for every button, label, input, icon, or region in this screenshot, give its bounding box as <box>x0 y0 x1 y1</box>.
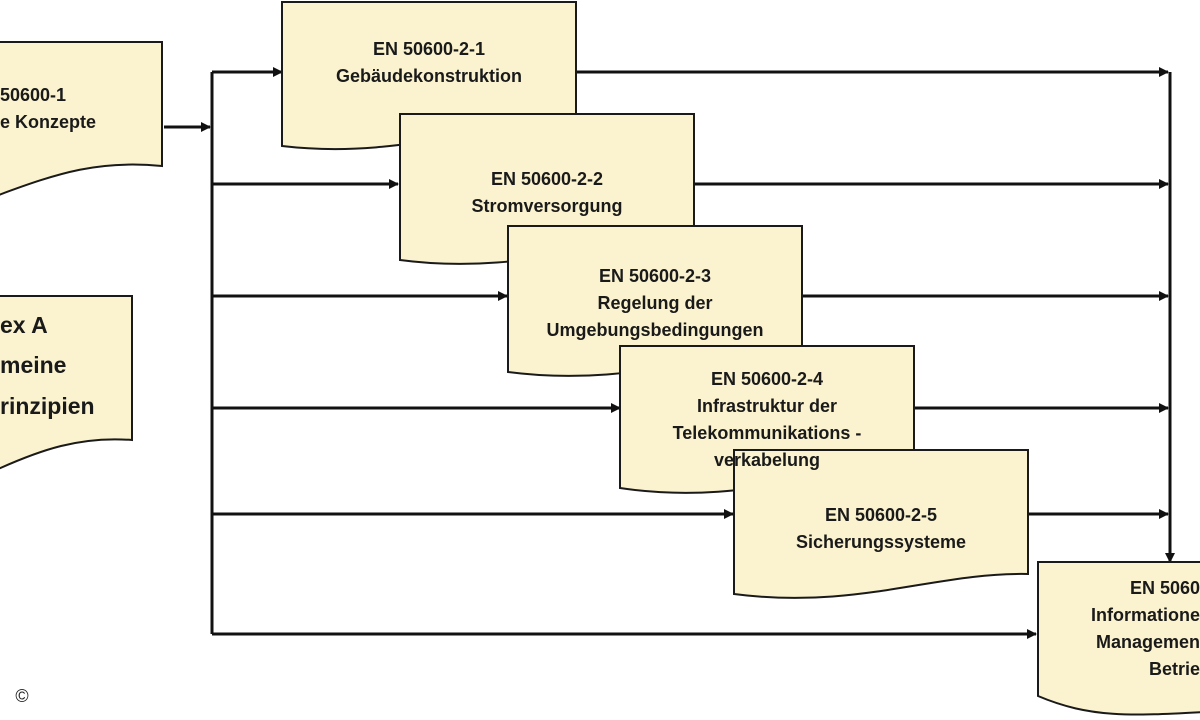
doc-annex-a <box>0 295 133 470</box>
en50600-2-2-line-1: EN 50600-2-2 <box>490 169 604 189</box>
en50600-2-5-line-1: EN 50600-2-5 <box>824 505 938 525</box>
doc-en50600-3 <box>1037 561 1200 716</box>
en50600-1-line-2: e Konzepte <box>0 112 97 132</box>
en50600-2-2-line-2: Stromversorgung <box>471 196 623 216</box>
en50600-2-4-line-4: verkabelung <box>713 450 821 470</box>
en50600-2-5-label: EN 50600-2-5 Sicherungssysteme <box>734 502 1028 556</box>
annex-a-label: ex A meine rinzipien <box>0 305 130 426</box>
doc-en50600-2-5 <box>733 449 1029 599</box>
doc-en50600-1 <box>0 41 163 196</box>
en50600-3-line-2: Informatione <box>1090 605 1200 625</box>
annex-a-line-2: meine <box>0 352 67 379</box>
annex-a-line-1: ex A <box>0 312 48 338</box>
en50600-1-line-1: 50600-1 <box>0 85 67 105</box>
en50600-2-5-line-2: Sicherungssysteme <box>795 532 967 552</box>
en50600-3-label: EN 5060 Informatione Managemen Betrie <box>1038 575 1200 683</box>
annex-a-line-3: rinzipien <box>0 392 95 419</box>
en50600-2-3-label: EN 50600-2-3 Regelung der Umgebungsbedin… <box>508 263 802 344</box>
en50600-2-1-line-2: Gebäudekonstruktion <box>335 66 523 86</box>
en50600-1-label: 50600-1 e Konzepte <box>0 82 150 136</box>
en50600-2-2-label: EN 50600-2-2 Stromversorgung <box>400 166 694 220</box>
connectors <box>164 67 1175 639</box>
en50600-2-3-line-2: Regelung der <box>597 293 713 313</box>
copyright-mark: © <box>15 686 29 706</box>
en50600-2-1-line-1: EN 50600-2-1 <box>372 39 486 59</box>
en50600-2-4-line-3: Telekommunikations - <box>672 423 862 443</box>
en50600-2-4-line-1: EN 50600-2-4 <box>710 369 824 389</box>
en50600-2-1-label: EN 50600-2-1 Gebäudekonstruktion <box>282 36 576 90</box>
en50600-3-line-1: EN 5060 <box>1129 578 1200 598</box>
en50600-2-4-line-2: Infrastruktur der <box>696 396 838 416</box>
en50600-2-4-label: EN 50600-2-4 Infrastruktur der Telekommu… <box>620 366 914 474</box>
en50600-2-3-line-3: Umgebungsbedingungen <box>546 320 764 340</box>
en50600-3-line-3: Managemen <box>1095 632 1200 652</box>
en50600-3-line-4: Betrie <box>1148 659 1200 679</box>
en50600-2-3-line-1: EN 50600-2-3 <box>598 266 712 286</box>
